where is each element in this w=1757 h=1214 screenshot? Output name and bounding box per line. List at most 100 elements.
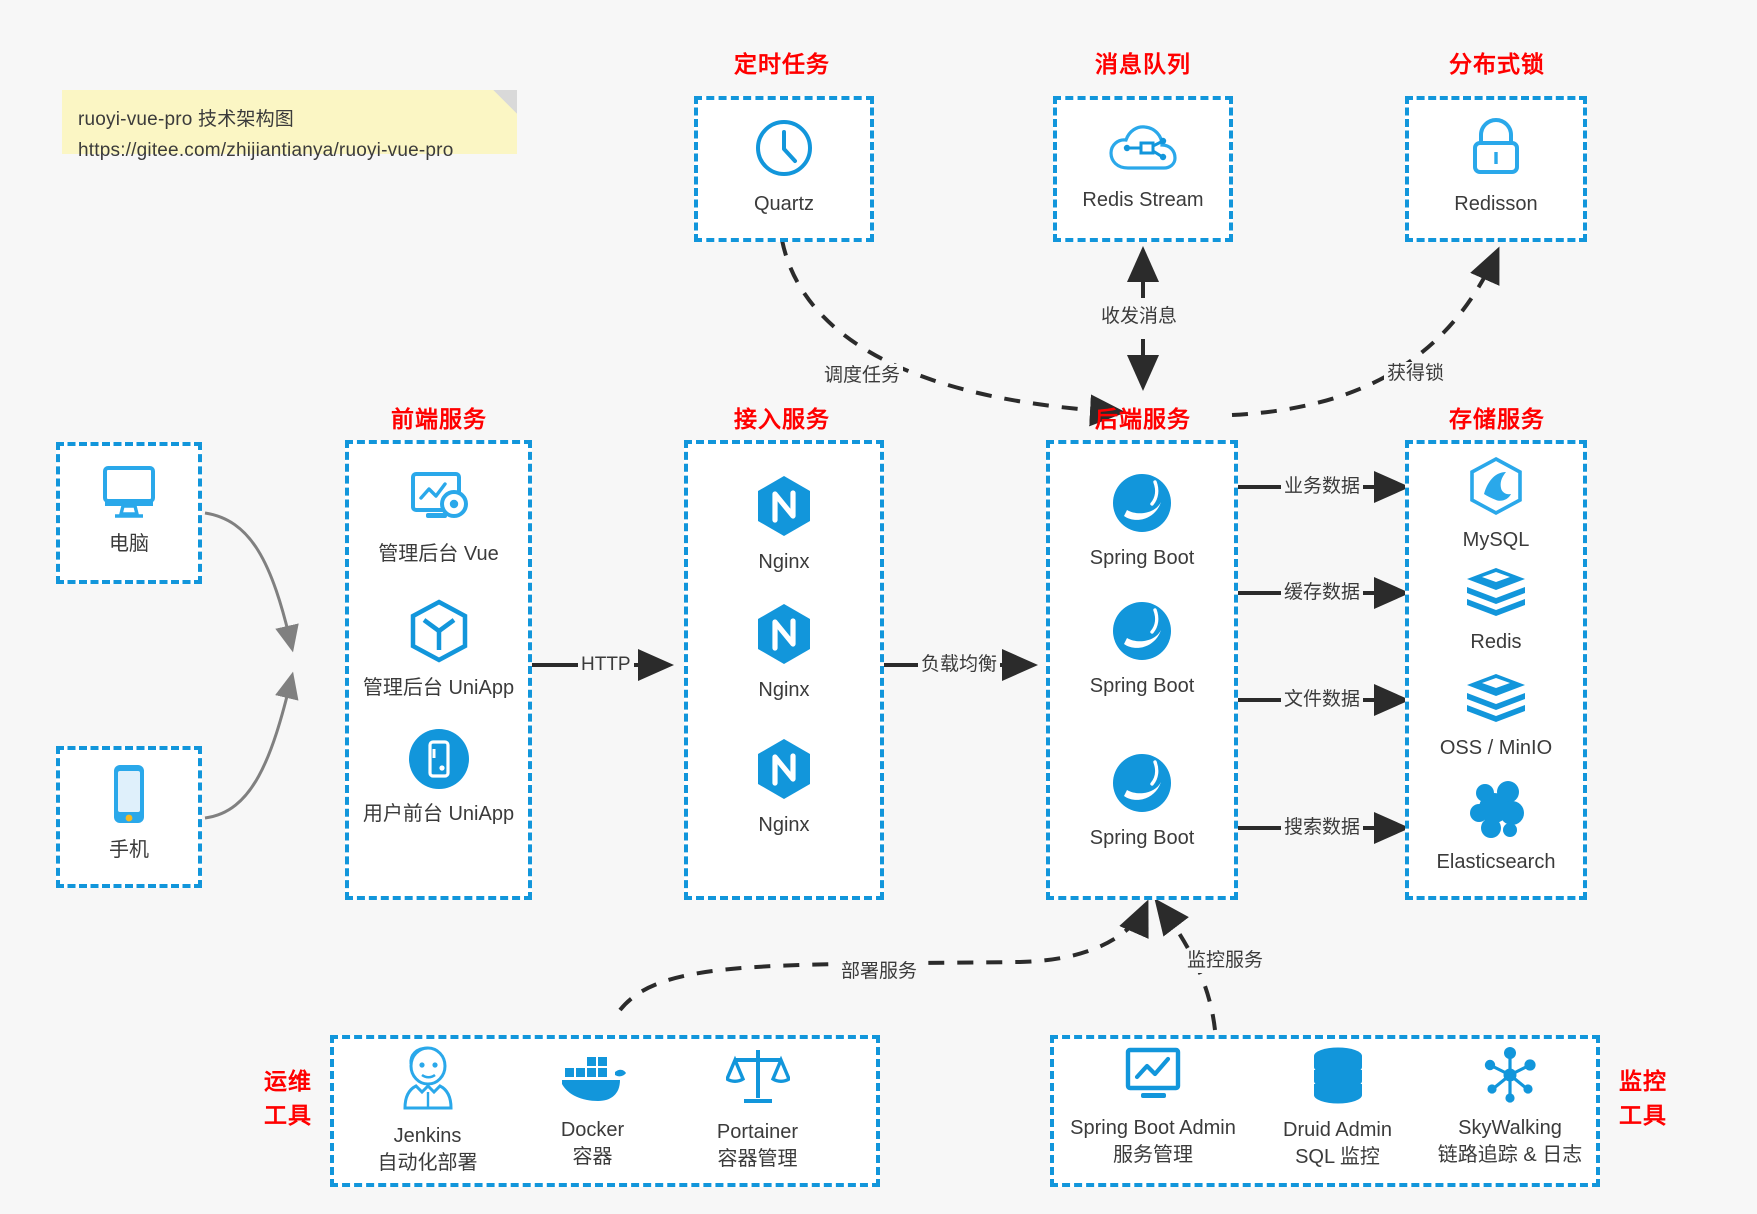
note-line-1: ruoyi-vue-pro 技术架构图 — [78, 109, 295, 130]
group-title-monitor: 监控 工具 — [1613, 1064, 1673, 1132]
node-label: OSS / MinIO — [1439, 737, 1553, 759]
node-label: 管理后台 UniApp — [362, 677, 515, 699]
group-box-message-queue — [1053, 96, 1233, 242]
node-sublabel: 自动化部署 — [377, 1152, 478, 1174]
dashboard-gear-icon — [406, 470, 472, 535]
docker-icon — [558, 1050, 628, 1111]
node-redis-stream[interactable]: Redis Stream — [1053, 122, 1233, 214]
desktop-icon — [97, 462, 161, 525]
node-label: Redisson — [1454, 193, 1538, 215]
database-icon — [1310, 1046, 1366, 1111]
node-label: 管理后台 Vue — [378, 543, 499, 565]
edge-label-acquire-lock: 获得锁 — [1384, 362, 1448, 386]
note-fold-corner — [493, 90, 517, 114]
group-title-storage: 存储服务 — [1449, 406, 1545, 432]
node-oss-minio[interactable]: OSS / MinIO — [1405, 672, 1587, 762]
node-sublabel: 容器管理 — [717, 1148, 798, 1170]
nginx-icon — [755, 474, 813, 543]
node-mysql[interactable]: MySQL — [1405, 456, 1587, 554]
group-title-backend: 后端服务 — [1095, 406, 1191, 432]
node-label: Nginx — [758, 814, 810, 836]
mobile-circle-icon — [408, 728, 470, 795]
node-elasticsearch[interactable]: Elasticsearch — [1405, 780, 1587, 876]
node-druid-admin[interactable]: Druid Admin SQL 监控 — [1250, 1046, 1425, 1171]
node-spring-boot-3[interactable]: Spring Boot — [1046, 752, 1238, 852]
clock-icon — [752, 116, 816, 185]
redis-icon — [1464, 566, 1528, 623]
nginx-icon — [755, 737, 813, 806]
edge-label-send-receive-message: 收发消息 — [1098, 305, 1181, 329]
node-label: SkyWalking — [1458, 1117, 1562, 1139]
node-admin-vue[interactable]: 管理后台 Vue — [345, 470, 532, 568]
group-title-devops: 运维 工具 — [258, 1064, 318, 1132]
node-redisson[interactable]: Redisson — [1405, 114, 1587, 218]
edge-label-business-data: 业务数据 — [1281, 475, 1364, 499]
node-spring-boot-admin[interactable]: Spring Boot Admin 服务管理 — [1058, 1046, 1248, 1169]
node-desktop[interactable]: 电脑 — [56, 462, 202, 558]
group-title-distributed-lock: 分布式锁 — [1449, 51, 1545, 77]
nginx-icon — [755, 602, 813, 671]
elasticsearch-icon — [1466, 780, 1526, 843]
node-skywalking[interactable]: SkyWalking 链路追踪 & 日志 — [1420, 1046, 1600, 1169]
node-phone[interactable]: 手机 — [56, 762, 202, 864]
edge-label-load-balance: 负载均衡 — [918, 653, 1001, 677]
node-label: Redis Stream — [1082, 189, 1204, 211]
node-label: 电脑 — [109, 533, 149, 555]
group-title-monitor-line2: 工具 — [1619, 1102, 1667, 1128]
node-label: Spring Boot — [1089, 827, 1195, 849]
spring-boot-icon — [1111, 472, 1173, 539]
node-label: Spring Boot — [1089, 547, 1195, 569]
edge-label-deploy-service: 部署服务 — [838, 960, 921, 984]
oss-minio-icon — [1464, 672, 1528, 729]
spring-boot-icon — [1111, 752, 1173, 819]
node-spring-boot-1[interactable]: Spring Boot — [1046, 472, 1238, 572]
node-label: Nginx — [758, 679, 810, 701]
group-title-frontend: 前端服务 — [391, 406, 487, 432]
node-redis[interactable]: Redis — [1405, 566, 1587, 656]
group-title-scheduled-task: 定时任务 — [734, 51, 830, 77]
node-label: MySQL — [1462, 529, 1530, 551]
node-nginx-1[interactable]: Nginx — [684, 474, 884, 576]
node-spring-boot-2[interactable]: Spring Boot — [1046, 600, 1238, 700]
node-sublabel: SQL 监控 — [1295, 1146, 1380, 1168]
edge-label-schedule-task: 调度任务 — [821, 364, 904, 388]
node-admin-uniapp[interactable]: 管理后台 UniApp — [345, 598, 532, 702]
edge-label-file-data: 文件数据 — [1281, 688, 1364, 712]
edge-label-search-data: 搜索数据 — [1281, 816, 1364, 840]
monitor-chart-icon — [1122, 1046, 1184, 1109]
mysql-icon — [1467, 456, 1525, 521]
node-label: Portainer — [716, 1121, 799, 1143]
note-line-2: https://gitee.com/zhijiantianya/ruoyi-vu… — [78, 140, 454, 161]
node-jenkins[interactable]: Jenkins 自动化部署 — [340, 1046, 515, 1177]
node-quartz[interactable]: Quartz — [694, 116, 874, 218]
skywalking-icon — [1481, 1046, 1539, 1109]
group-title-devops-line1: 运维 — [264, 1068, 312, 1094]
portainer-icon — [724, 1046, 791, 1113]
node-label: Spring Boot — [1089, 675, 1195, 697]
spring-boot-icon — [1111, 600, 1173, 667]
node-docker[interactable]: Docker 容器 — [505, 1050, 680, 1171]
lock-icon — [1466, 114, 1526, 185]
node-label: Jenkins — [393, 1125, 462, 1147]
phone-icon — [107, 762, 151, 831]
node-label: Spring Boot Admin — [1070, 1117, 1236, 1139]
node-user-uniapp[interactable]: 用户前台 UniApp — [345, 728, 532, 828]
group-title-gateway: 接入服务 — [734, 406, 830, 432]
edge-label-cache-data: 缓存数据 — [1281, 581, 1364, 605]
group-title-message-queue: 消息队列 — [1095, 51, 1191, 77]
group-title-devops-line2: 工具 — [264, 1102, 312, 1128]
node-sublabel: 服务管理 — [1113, 1144, 1193, 1166]
uniapp-cube-icon — [407, 598, 471, 669]
node-nginx-3[interactable]: Nginx — [684, 737, 884, 839]
node-portainer[interactable]: Portainer 容器管理 — [670, 1046, 845, 1173]
node-label: 用户前台 UniApp — [362, 803, 515, 825]
note-card: ruoyi-vue-pro 技术架构图 https://gitee.com/zh… — [62, 90, 517, 161]
edge-label-monitor-service: 监控服务 — [1184, 949, 1267, 973]
node-nginx-2[interactable]: Nginx — [684, 602, 884, 704]
node-sublabel: 链路追踪 & 日志 — [1437, 1144, 1583, 1166]
node-label: Redis — [1470, 631, 1522, 653]
node-label: 手机 — [109, 839, 149, 861]
node-sublabel: 容器 — [572, 1146, 613, 1168]
cloud-stream-icon — [1108, 122, 1178, 181]
